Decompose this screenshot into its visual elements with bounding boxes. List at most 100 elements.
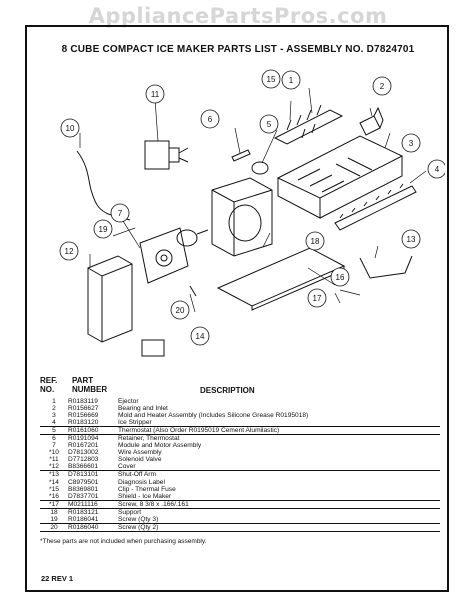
table-row: 5 R0161060 Thermostat (Also Order R0195019… [40,427,440,436]
table-row: 18 R0183121 Support [40,509,440,516]
callout-13: 13 [407,235,416,244]
header-description: DESCRIPTION [200,386,255,395]
part-number-cell: D7813101 [68,471,99,479]
part-number-cell: D7837701 [68,492,99,500]
callout-16: 16 [336,273,345,282]
part-number-cell: R0186041 [68,515,99,523]
description-cell: Ejector [118,398,139,405]
description-cell: Bearing and Inlet [118,405,168,413]
part-number-cell: R0191094 [68,435,99,443]
ref-cell: 1 [52,398,56,405]
part-number-cell: R0186040 [68,523,99,531]
part-number-cell: R0156627 [68,405,99,413]
part-number-cell: B8369801 [68,485,99,493]
ref-cell: 20 [50,523,58,531]
ref-cell: *15 [49,485,59,493]
description-cell: Cover [118,463,136,471]
callout-17: 17 [313,294,322,303]
ref-cell: *12 [49,463,59,471]
exploded-parts-diagram: 1 2 3 4 5 6 7 10 11 12 13 14 15 16 17 18… [59,69,445,357]
ref-cell: 6 [52,435,56,443]
ref-cell: 18 [50,508,58,516]
page-title: 8 CUBE COMPACT ICE MAKER PARTS LIST - AS… [61,44,415,55]
ref-cell: *14 [49,478,59,486]
bearing-drawing [359,106,384,136]
diagnosis-label-drawing [141,339,165,357]
description-cell: Screw (Qty 3) [118,515,159,523]
motor-drawing [176,229,209,247]
table-row: 20 R0186040 Screw (Qty 2) [40,524,440,532]
description-cell: Thermostat (Also Order R0195019 Cement A… [118,427,280,435]
description-cell: Module and Motor Assembly [118,442,202,450]
module-plate-drawing [139,227,189,284]
part-number-cell: R0161060 [68,427,99,435]
housing-drawing [211,177,273,257]
part-number-cell: M0211116 [68,500,98,508]
ref-cell: *16 [49,492,59,500]
table-row: *14 C8979501 Diagnosis Label [40,479,440,486]
callout-18: 18 [311,237,320,246]
callout-7: 7 [118,209,123,218]
ice-stripper-drawing [334,183,417,231]
page-number: 22 REV 1 [41,574,74,583]
callout-6: 6 [208,115,213,124]
table-row: *13 D7813101 Shut-Off Arm [40,471,440,478]
page-frame [25,25,449,592]
table-row: *16 D7837701 Shield - Ice Maker [40,493,440,501]
part-number-cell: D7712803 [68,456,99,464]
description-cell: Screw (Qty 2) [118,523,159,531]
ref-cell: 2 [52,405,56,413]
part-number-cell: R0156669 [68,412,99,420]
ref-cell: 5 [52,427,56,435]
part-number-cell: B8366601 [68,463,99,471]
callout-2: 2 [380,82,385,91]
description-cell: Mold and Heater Assembly (Includes Silic… [118,412,309,420]
description-cell: Wire Assembly [118,449,162,457]
description-cell: Shield - Ice Maker [118,492,172,500]
part-number-cell: R0183121 [68,508,99,516]
description-cell: Retainer, Thermostat [118,435,180,443]
ejector-drawing [273,104,344,145]
ref-cell: *17 [49,500,59,508]
callout-19: 19 [99,225,108,234]
watermark: AppliancePartsPros.com [88,4,388,28]
thermostat-drawing [251,161,269,175]
part-number-cell: C8979501 [68,478,99,486]
ref-cell: 7 [52,442,56,450]
callout-4: 4 [435,165,440,174]
header-ref: REF. NO. [40,376,58,394]
description-cell: Support [118,508,142,516]
description-cell: Clip - Thermal Fuse [118,485,176,493]
solenoid-valve-drawing [144,140,189,170]
callout-1: 1 [289,76,294,85]
shut-off-arm-drawing [359,255,413,279]
callout-11: 11 [151,90,160,99]
description-cell: Shut-Off Arm [118,471,156,479]
table-row: *12 B8366601 Cover [40,463,440,472]
description-cell: Ice Stripper [118,419,152,427]
ref-cell: *11 [49,456,59,464]
header-part-number: PART NUMBER [72,376,108,394]
callout-15: 15 [267,75,276,84]
screw-drawing [189,285,197,297]
description-cell: Solenoid Valve [118,456,162,464]
callout-5: 5 [267,120,272,129]
mold-drawing [276,135,404,219]
description-cell: Diagnosis Label [118,478,165,486]
callout-12: 12 [65,247,74,256]
callout-3: 3 [409,139,414,148]
retainer-drawing [231,149,251,162]
table-row: *11 D7712803 Solenoid Valve [40,456,440,463]
ref-cell: *13 [49,471,59,479]
table-row: 2 R0156627 Bearing and Inlet [40,405,440,412]
cover-drawing [87,255,133,343]
table-row: 6 R0191094 Retainer, Thermostat [40,435,440,442]
part-number-cell: R0167201 [68,442,99,450]
